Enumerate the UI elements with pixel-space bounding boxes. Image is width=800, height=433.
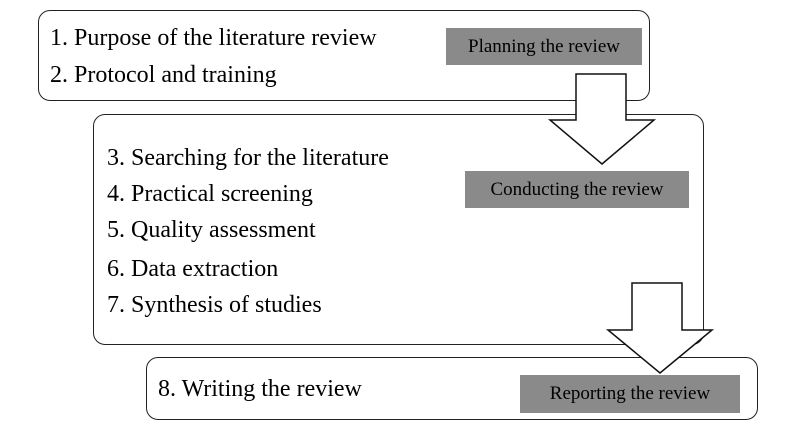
step-6: 6. Data extraction	[107, 256, 279, 282]
step-8: 8. Writing the review	[158, 376, 362, 402]
step-7: 7. Synthesis of studies	[107, 292, 322, 318]
step-2: 2. Protocol and training	[50, 62, 277, 88]
stage-conducting-label: Conducting the review	[465, 171, 689, 208]
step-1: 1. Purpose of the literature review	[50, 25, 377, 51]
step-5: 5. Quality assessment	[107, 217, 316, 243]
step-3: 3. Searching for the literature	[107, 145, 389, 171]
stage-planning-label: Planning the review	[446, 28, 642, 65]
stage-reporting-label: Reporting the review	[520, 375, 740, 413]
step-4: 4. Practical screening	[107, 181, 313, 207]
